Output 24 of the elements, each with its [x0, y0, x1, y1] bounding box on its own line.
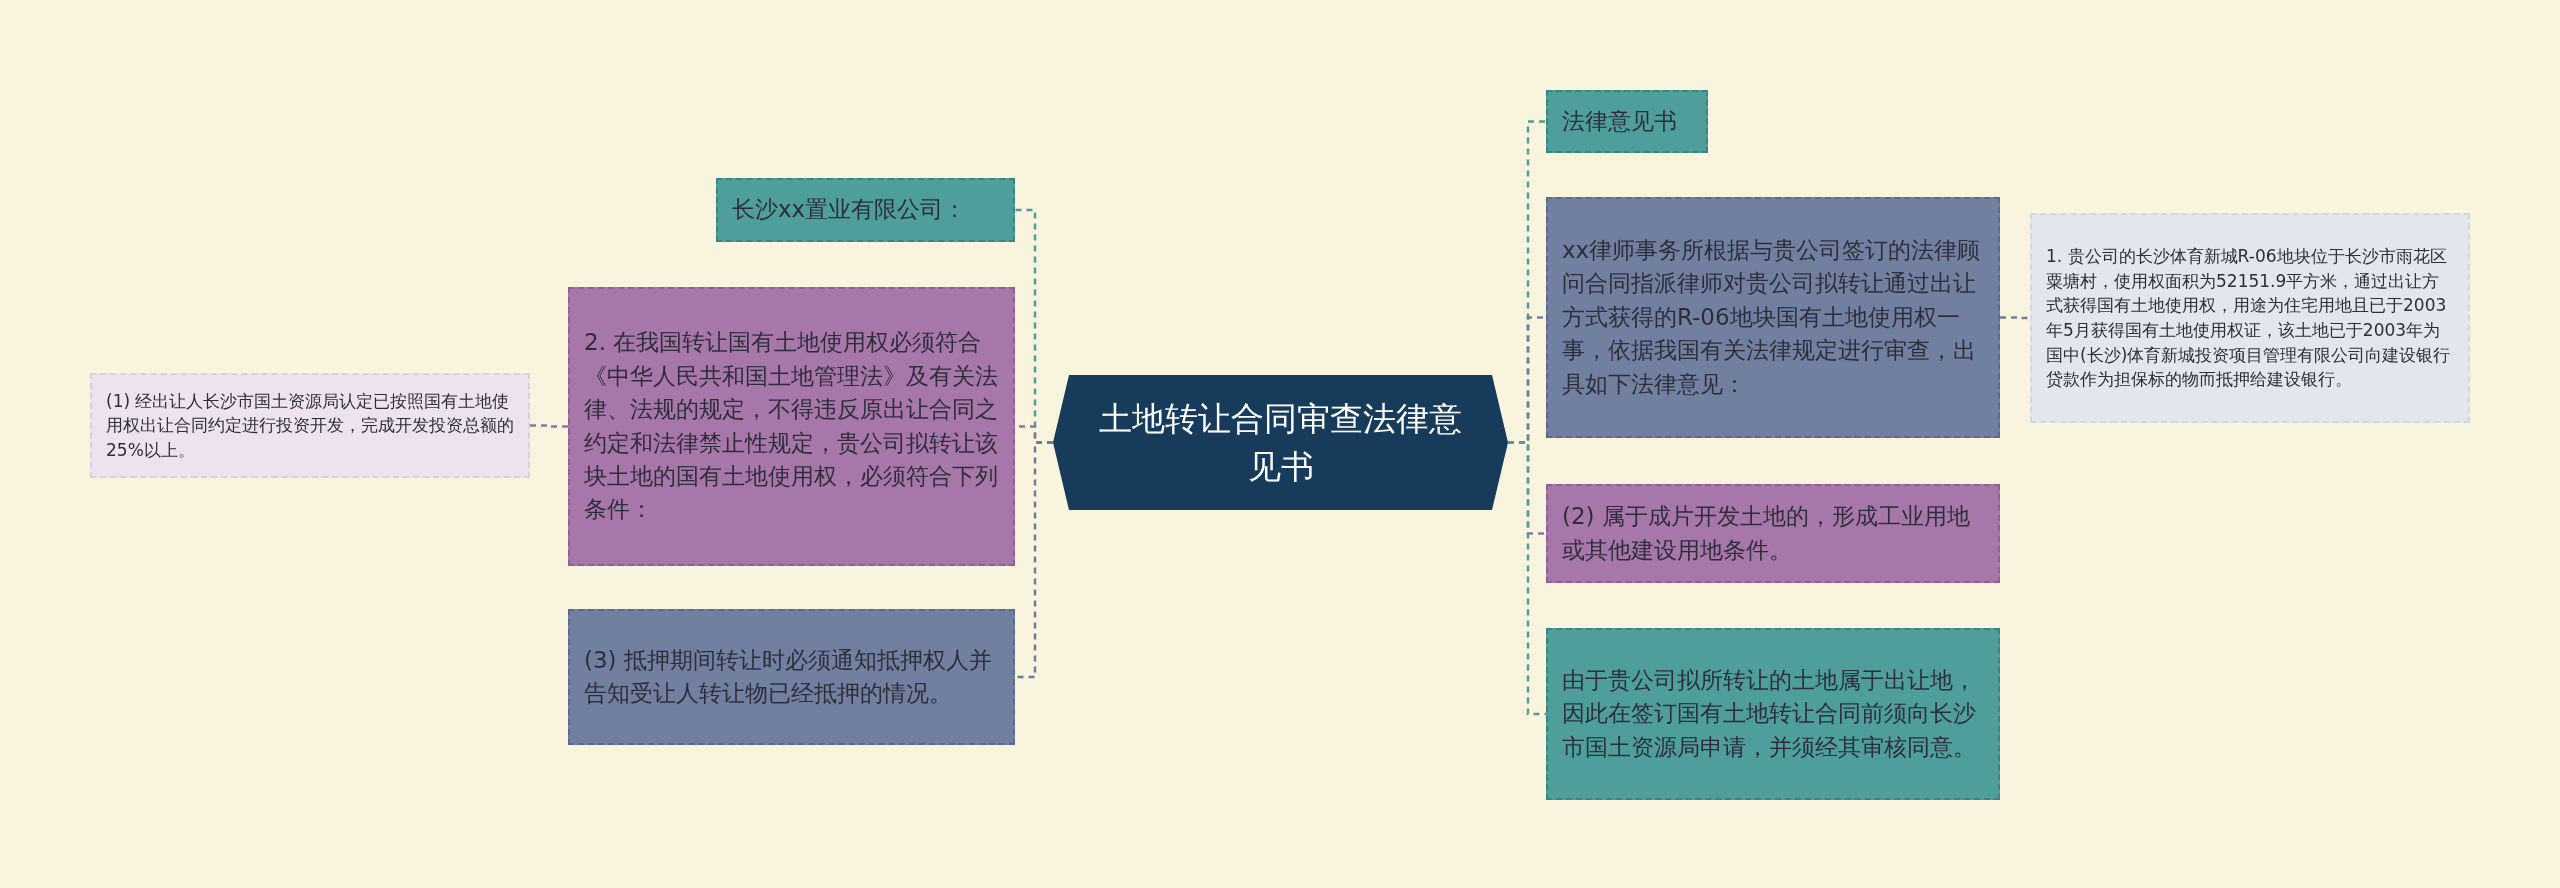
topic-text: xx律师事务所根据与贵公司签订的法律顾问合同指派律师对贵公司拟转让通过出让方式获得的R-06地块国有土地使用权一事，依据我国有关法律规定进行审查，出具如下法律意见： — [1562, 236, 1982, 399]
central-topic — [1053, 375, 1508, 510]
topic-box — [568, 287, 1015, 566]
connector-line — [1508, 441, 1546, 716]
topic-box — [1546, 90, 1708, 153]
connector-line — [2000, 316, 2030, 320]
topic-text: 2. 在我国转让国有土地使用权必须符合《中华人民共和国土地管理法》及有关法律、法规的规定，不得违反原出让合同之约定和法律禁止性规定，贵公司拟转让该块土地的国有土地使用权，必须符合下列条件： — [584, 328, 999, 525]
topic-box — [568, 609, 1015, 745]
topic-text: (1) 经出让人长沙市国土资源局认定已按照国有土地使用权出让合同约定进行投资开发，完成开发投资总额的25%以上。 — [106, 389, 514, 462]
topic-text: (3) 抵押期间转让时必须通知抵押权人并告知受让人转让物已经抵押的情况。 — [584, 645, 993, 708]
topic-box — [716, 178, 1015, 242]
topic-box — [1546, 197, 2000, 438]
topic-text: 长沙xx置业有限公司： — [732, 195, 967, 225]
topic-box — [1546, 628, 2000, 800]
topic-text: (2) 属于成片开发土地的，形成工业用地或其他建设用地条件。 — [1562, 502, 1971, 565]
topic-box — [2030, 213, 2470, 423]
connector-line — [1015, 441, 1053, 679]
topic-text: 法律意见书 — [1562, 106, 1677, 136]
topic-text: 由于贵公司拟所转让的土地属于出让地，因此在签订国有土地转让合同前须向长沙市国土资源局申请，并须经其审核同意。 — [1562, 666, 1977, 762]
topic-box — [90, 373, 530, 478]
topic-text: 1. 贵公司的长沙体育新城R-06地块位于长沙市雨花区粟塘村，使用权面积为52151.9平方米，通过出让方式获得国有土地使用权，用途为住宅用地且已于2003年5月获得国有土地使用权证，该土地已于2003年为国中(长沙)体育新城投资项目管理有限公司向建设银行贷款作为担保标的物而抵押给建设银行。 — [2046, 245, 2452, 392]
connector-line — [530, 424, 568, 428]
topic-box — [1546, 484, 2000, 583]
topic-title: 土地转让合同审查法律意见书 — [1098, 397, 1463, 488]
